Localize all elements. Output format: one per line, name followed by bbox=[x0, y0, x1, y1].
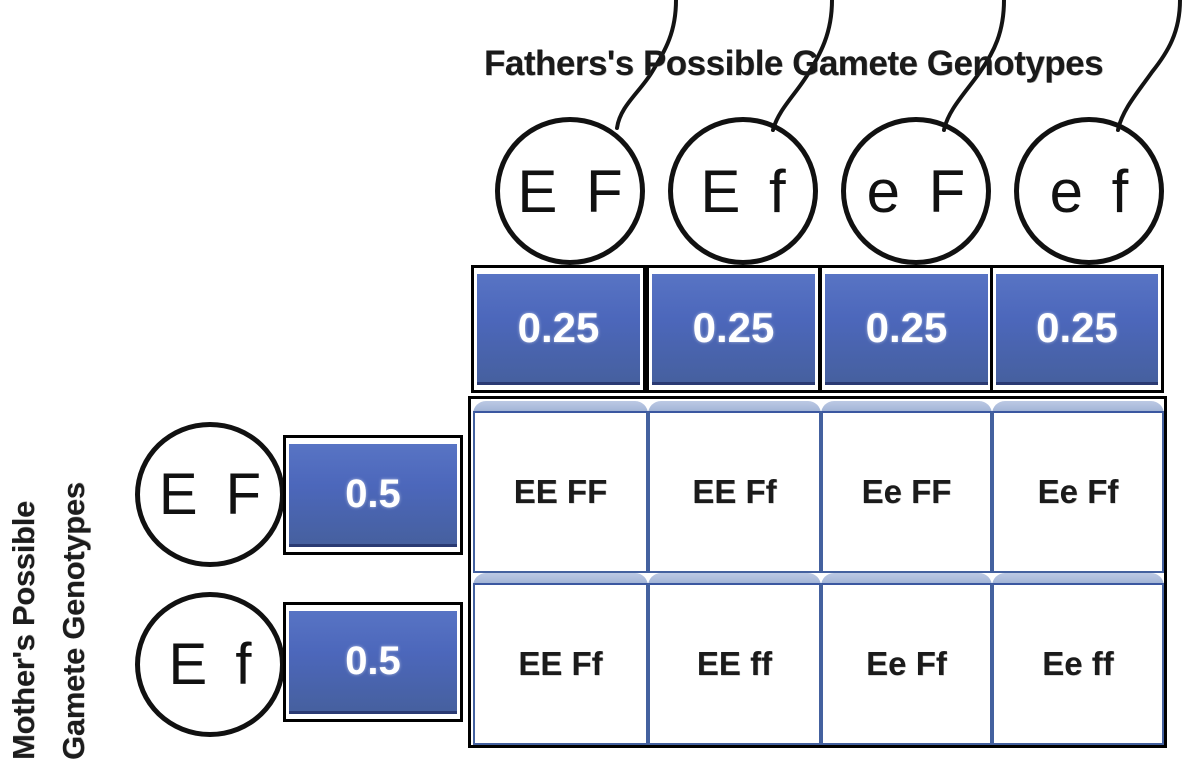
punnett-cell-body: EE ff bbox=[648, 583, 821, 745]
father-gamete-label-4: e f bbox=[1049, 157, 1135, 225]
punnett-grid: EE FF EE Ff Ee FF Ee Ff EE Ff bbox=[468, 396, 1167, 748]
punnett-cell-r2c4: Ee ff bbox=[992, 573, 1164, 745]
punnett-genotype-r2c2: EE ff bbox=[696, 645, 773, 682]
punnett-cell-r2c3: Ee Ff bbox=[821, 573, 992, 745]
mother-gamete-label-2: E f bbox=[168, 632, 258, 697]
punnett-cell-r1c1: EE FF bbox=[473, 401, 648, 573]
father-gamete-circle-2: E f bbox=[668, 117, 818, 265]
punnett-genotype-r2c3: Ee Ff bbox=[866, 645, 947, 682]
father-gamete-label-1: E F bbox=[517, 157, 629, 225]
punnett-genotype-r2c1: EE Ff bbox=[518, 645, 603, 682]
father-gamete-circle-4: e f bbox=[1014, 117, 1164, 265]
fathers-gametes-title: Fathers's Possible Gamete Genotypes bbox=[484, 44, 1104, 83]
mothers-gametes-title: Mother's Possible Gamete Genotypes bbox=[0, 400, 112, 760]
punnett-cell-r2c1: EE Ff bbox=[473, 573, 648, 745]
father-probability-cell-4: 0.25 bbox=[990, 265, 1164, 393]
punnett-genotype-r2c4: Ee ff bbox=[1042, 645, 1114, 682]
punnett-genotype-r1c2: EE Ff bbox=[692, 473, 777, 510]
father-probability-cell-3: 0.25 bbox=[819, 265, 994, 393]
punnett-cell-body: Ee ff bbox=[992, 583, 1164, 745]
punnett-cell-body: Ee Ff bbox=[992, 411, 1164, 573]
father-gamete-circle-3: e F bbox=[841, 117, 991, 265]
punnett-cell-body: EE Ff bbox=[648, 411, 821, 573]
mother-probability-cell-2: 0.5 bbox=[283, 602, 463, 722]
mother-gamete-circle-2: E f bbox=[135, 592, 285, 737]
father-probability-cell-1: 0.25 bbox=[471, 265, 646, 393]
mothers-gametes-title-line-2: Gamete Genotypes bbox=[56, 482, 91, 760]
father-probability-value-2: 0.25 bbox=[652, 274, 815, 385]
punnett-cell-r1c2: EE Ff bbox=[648, 401, 821, 573]
mothers-gametes-title-line-1: Mother's Possible bbox=[6, 501, 41, 760]
father-gamete-circle-1: E F bbox=[495, 117, 645, 265]
mother-probability-cell-1: 0.5 bbox=[283, 435, 463, 555]
punnett-cell-body: EE Ff bbox=[473, 583, 648, 745]
father-probability-cell-2: 0.25 bbox=[646, 265, 821, 393]
punnett-cell-body: Ee Ff bbox=[821, 583, 992, 745]
father-probability-value-3: 0.25 bbox=[825, 274, 988, 385]
punnett-genotype-r1c4: Ee Ff bbox=[1037, 473, 1119, 510]
mother-probability-value-2: 0.5 bbox=[289, 611, 457, 714]
father-gamete-label-2: E f bbox=[700, 157, 792, 225]
mother-probability-value-1: 0.5 bbox=[289, 444, 457, 547]
punnett-cell-r1c3: Ee FF bbox=[821, 401, 992, 573]
punnett-cell-body: EE FF bbox=[473, 411, 648, 573]
punnett-cell-r2c2: EE ff bbox=[648, 573, 821, 745]
punnett-genotype-r1c1: EE FF bbox=[513, 473, 608, 510]
punnett-genotype-r1c3: Ee FF bbox=[861, 473, 952, 510]
punnett-cell-body: Ee FF bbox=[821, 411, 992, 573]
father-probability-value-1: 0.25 bbox=[477, 274, 640, 385]
punnett-cell-r1c4: Ee Ff bbox=[992, 401, 1164, 573]
father-probability-value-4: 0.25 bbox=[996, 274, 1158, 385]
mother-gamete-label-1: E F bbox=[158, 462, 268, 527]
father-gamete-label-3: e F bbox=[866, 157, 972, 225]
mother-gamete-circle-1: E F bbox=[135, 422, 285, 567]
